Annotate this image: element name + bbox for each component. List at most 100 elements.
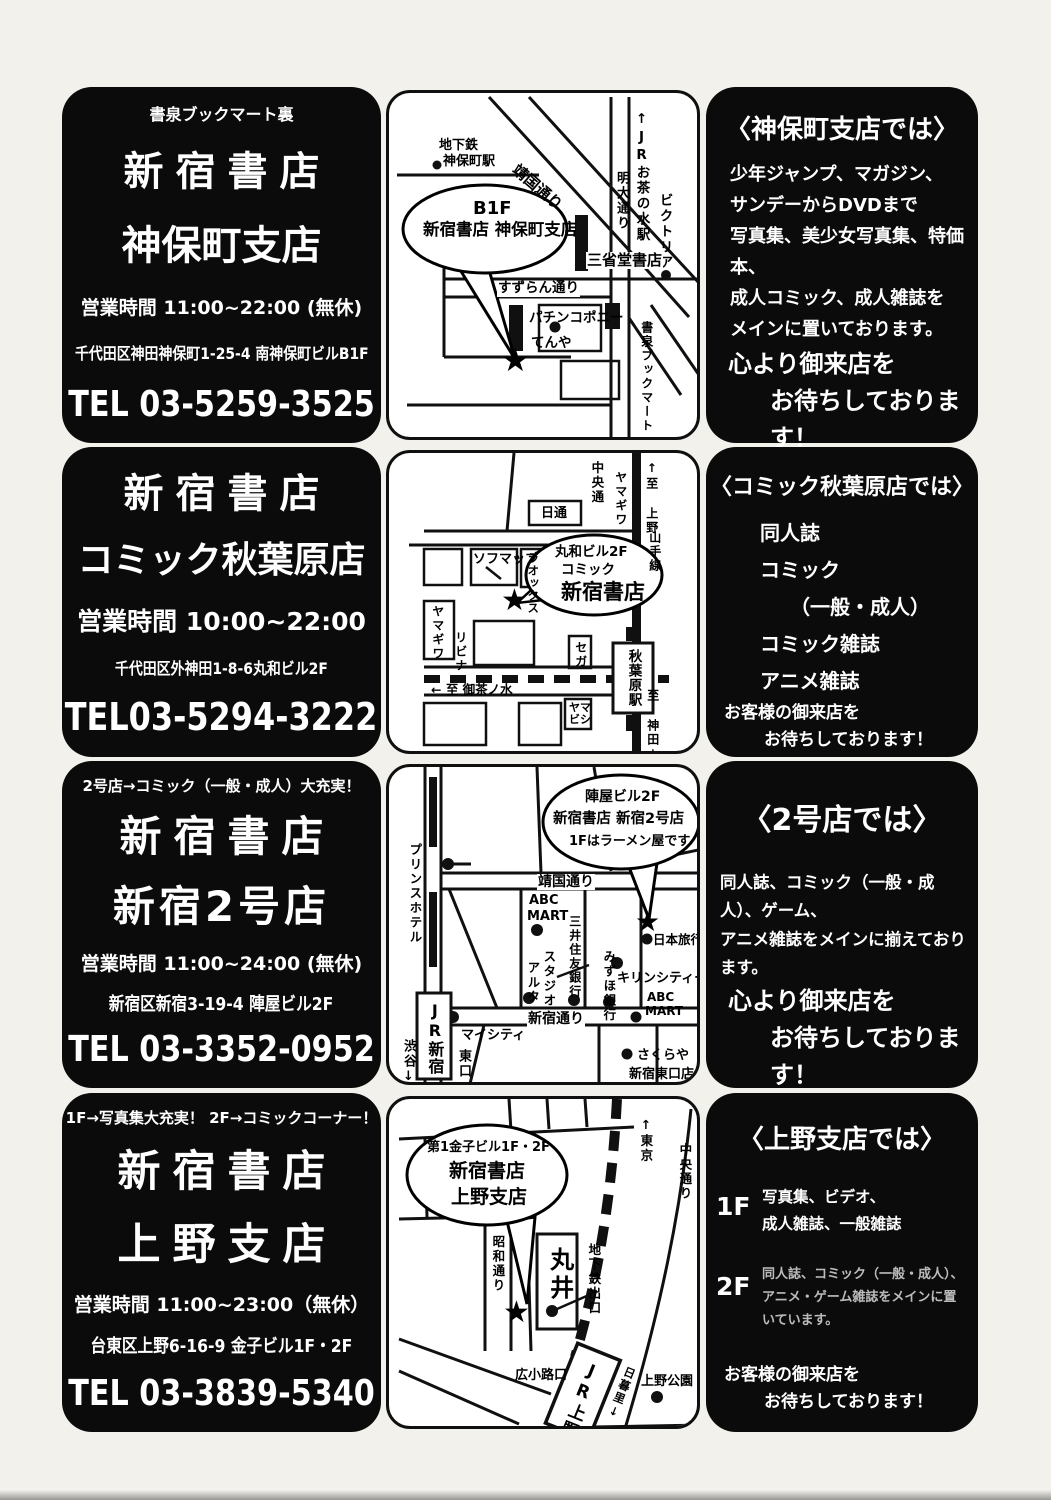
- detail-panel-ueno: 〈上野支店では〉 1F 写真集、ビデオ、 成人雑誌、一般雑誌 2F 同人誌、コミ…: [706, 1093, 978, 1432]
- info-panel-jinbocho: 書泉ブックマート裏 新宿書店 神保町支店 営業時間 11:00~22:00 (無…: [62, 87, 381, 443]
- store-hours: 営業時間 10:00~22:00: [77, 607, 366, 637]
- closing-line1: 心より御来店を: [728, 349, 896, 378]
- map-label-livina: リビナ: [453, 631, 468, 673]
- map-balloon-store: 新宿書店: [561, 580, 645, 604]
- detail-heading: 〈2号店では〉: [741, 803, 943, 838]
- map-balloon-store: 新宿書店: [449, 1160, 526, 1182]
- store-address: 千代田区神田神保町1-25-4 南神保町ビルB1F: [74, 344, 369, 363]
- map-label-akihabara-station: 秋葉原駅: [625, 649, 642, 707]
- detail-text: 同人誌、コミック（一般・成人）、ゲーム、 アニメ雑誌をメインに揃えております。: [716, 869, 968, 983]
- map-label-ueno-park: 上野公園: [641, 1374, 694, 1389]
- closing-line2: お待ちしております！: [770, 1023, 961, 1089]
- map-label-jimbocho-station: 神保町駅: [443, 154, 496, 169]
- detail-list: 同人誌 コミック （一般・成人） コミック雑誌 アニメ雑誌: [716, 515, 968, 700]
- store-name-line2: 上野支店: [117, 1220, 338, 1271]
- map-ueno-drawing: [398, 1099, 697, 1426]
- map-balloon-building: 陣屋ビル2F: [585, 789, 661, 805]
- store-tagline: 書泉ブックマート裏: [149, 105, 294, 124]
- map-label-nittsu: 日通: [541, 506, 568, 521]
- row-akihabara: 新宿書店 コミック秋葉原店 営業時間 10:00~22:00 千代田区外神田1-…: [0, 447, 1051, 757]
- map-label-to-ochanomizu: ← 至 御茶ノ水: [431, 682, 513, 697]
- map-label-yamabishi-1: ヤマ: [569, 701, 591, 714]
- map-label-to-ueno: ↑至 上野: [644, 461, 659, 535]
- map-label-shinjuku-dori: 新宿通り: [527, 1011, 585, 1028]
- detail-closing: 心より御来店を お待ちしております！: [716, 983, 968, 1095]
- store-phone: TEL 03-5259-3525: [68, 384, 375, 425]
- map-label-abcmart-1a: ABC: [529, 893, 559, 908]
- detail-line: 写真集、美少女写真集、特価本、: [730, 225, 964, 278]
- store-phone: TEL 03-3352-0952: [68, 1028, 375, 1070]
- map-label-laox: ラオックス: [526, 552, 541, 615]
- detail-closing: お客様の御来店を お待ちしております！: [716, 1362, 968, 1416]
- store-tagline: 2号店→コミック（一般・成人）大充実！: [82, 777, 361, 795]
- detail-heading: 〈神保町支店では〉: [724, 115, 959, 145]
- detail-heading: 〈上野支店では〉: [737, 1125, 946, 1155]
- map-shinjuku2-drawing: [415, 767, 697, 1082]
- map-label-sanseido: 三省堂書店: [586, 251, 664, 270]
- floor-1f-lines: 写真集、ビデオ、 成人雑誌、一般雑誌: [762, 1184, 902, 1238]
- row-shinjuku2: 2号店→コミック（一般・成人）大充実！ 新宿書店 新宿2号店 営業時間 11:0…: [0, 761, 1051, 1089]
- map-label-mizuho-bank: みずほ銀行: [601, 950, 617, 1023]
- detail-panel-jinbocho: 〈神保町支店では〉 少年ジャンプ、マガジン、 サンデーからDVDまで 写真集、美…: [706, 87, 978, 452]
- map-jinbocho: 地下鉄 神保町駅 靖国通り ↑JRお茶の水駅 明大通り ビクトリア 三省堂書店 …: [386, 90, 700, 440]
- map-label-subway: 地下鉄: [439, 138, 479, 153]
- map-label-nihon-ryoko: 日本旅行: [653, 932, 700, 947]
- map-label-mitsui-sumitomo-bank: 三井住友銀行: [567, 915, 582, 999]
- scan-bottom-edge: [0, 1490, 1051, 1500]
- detail-text: 少年ジャンプ、マガジン、 サンデーからDVDまで 写真集、美少女写真集、特価本、…: [716, 160, 968, 346]
- map-label-to-kanda: 至 神田↓: [645, 689, 660, 754]
- map-label-victoria: ビクトリア: [656, 193, 673, 271]
- map-label-studio: スタジオ: [541, 950, 557, 1008]
- detail-panel-shinjuku2: 〈2号店では〉 同人誌、コミック（一般・成人）、ゲーム、 アニメ雑誌をメインに揃…: [706, 761, 978, 1089]
- detail-line: 成人コミック、成人雑誌を: [730, 287, 945, 309]
- store-phone: TEL03-5294-3222: [65, 694, 378, 739]
- floor-line: 写真集、ビデオ、: [762, 1188, 886, 1206]
- map-label-yamagiwa-top: ヤマギワ: [613, 471, 628, 527]
- detail-closing: お客様の御来店を お待ちしております！: [716, 700, 968, 754]
- floor-line: 同人誌、コミック（一般・成人）、: [762, 1267, 964, 1283]
- map-label-sakuraya: さくらや: [637, 1048, 690, 1063]
- map-label-yamanote-line: 山手線: [647, 531, 662, 573]
- info-panel-ueno: 1F→写真集大充実！ 2F→コミックコーナー！ 新宿書店 上野支店 営業時間 1…: [62, 1093, 381, 1432]
- map-label-kirin-city: キリンシティー: [617, 971, 700, 986]
- map-label-subway-exit: 地下鉄出口: [586, 1243, 602, 1316]
- store-address: 台東区上野6-16-9 金子ビル1F・2F: [90, 1335, 353, 1357]
- detail-line: サンデーからDVDまで: [730, 194, 918, 216]
- closing-line1: お客様の御来店を: [724, 703, 860, 723]
- detail-item: コミック雑誌: [760, 632, 880, 656]
- map-label-tenya: てんや: [531, 335, 572, 351]
- map-label-to-shibuya: 渋谷↓: [400, 1039, 416, 1085]
- floor-line: アニメ・ゲーム雑誌をメインに置いています。: [762, 1290, 957, 1328]
- row-jinbocho: 書泉ブックマート裏 新宿書店 神保町支店 営業時間 11:00~22:00 (無…: [0, 87, 1051, 452]
- store-name-line2: 神保町支店: [121, 223, 322, 269]
- map-label-meidai-dori: 明大通り: [613, 171, 629, 231]
- closing-line1: お客様の御来店を: [724, 1364, 860, 1385]
- detail-item: 同人誌: [760, 521, 820, 545]
- map-balloon-building: 丸和ビル2F: [555, 544, 628, 560]
- store-name-line1: 新宿書店: [117, 1147, 338, 1198]
- detail-line: メインに置いております。: [730, 318, 944, 340]
- map-label-chuo-dori: 中央通: [589, 461, 605, 505]
- store-tagline: 1F→写真集大充実！ 2F→コミックコーナー！: [65, 1109, 378, 1127]
- detail-item: アニメ雑誌: [760, 669, 860, 693]
- map-akihabara: 中央通 ヤマギワ ↑至 上野 山手線 日通 ソフマップ ラオックス ヤマギワ リ…: [386, 450, 700, 754]
- map-label-to-tokyo: ↑東京: [638, 1117, 654, 1163]
- map-label-prince-hotel: プリンスホテル: [407, 843, 423, 945]
- store-hours: 営業時間 11:00~24:00 (無休): [80, 953, 363, 976]
- store-name-line2: 新宿2号店: [112, 882, 331, 932]
- detail-closing: 心より御来店を お待ちしております！: [716, 346, 968, 458]
- map-balloon-floor: B1F: [473, 198, 512, 219]
- map-label-abcmart-2b: MART: [645, 1004, 684, 1018]
- map-label-marui: 丸井: [545, 1247, 574, 1303]
- store-address: 新宿区新宿3-19-4 陣屋ビル2F: [109, 993, 334, 1015]
- map-star-marker: ★: [501, 341, 530, 379]
- detail-line: アニメ雑誌をメインに揃えております。: [720, 929, 966, 978]
- map-balloon-store: 新宿書店 新宿2号店: [553, 811, 685, 827]
- floor-line: 成人雑誌、一般雑誌: [762, 1215, 902, 1234]
- store-name-line2: コミック秋葉原店: [77, 540, 366, 582]
- map-label-chuo-dori: 中央通り: [677, 1143, 693, 1201]
- detail-line: 少年ジャンプ、マガジン、: [730, 164, 943, 185]
- map-label-mycity: マイシティ: [461, 1028, 526, 1043]
- detail-item: （一般・成人）: [790, 595, 930, 619]
- floor-2f-label: 2F: [716, 1272, 751, 1302]
